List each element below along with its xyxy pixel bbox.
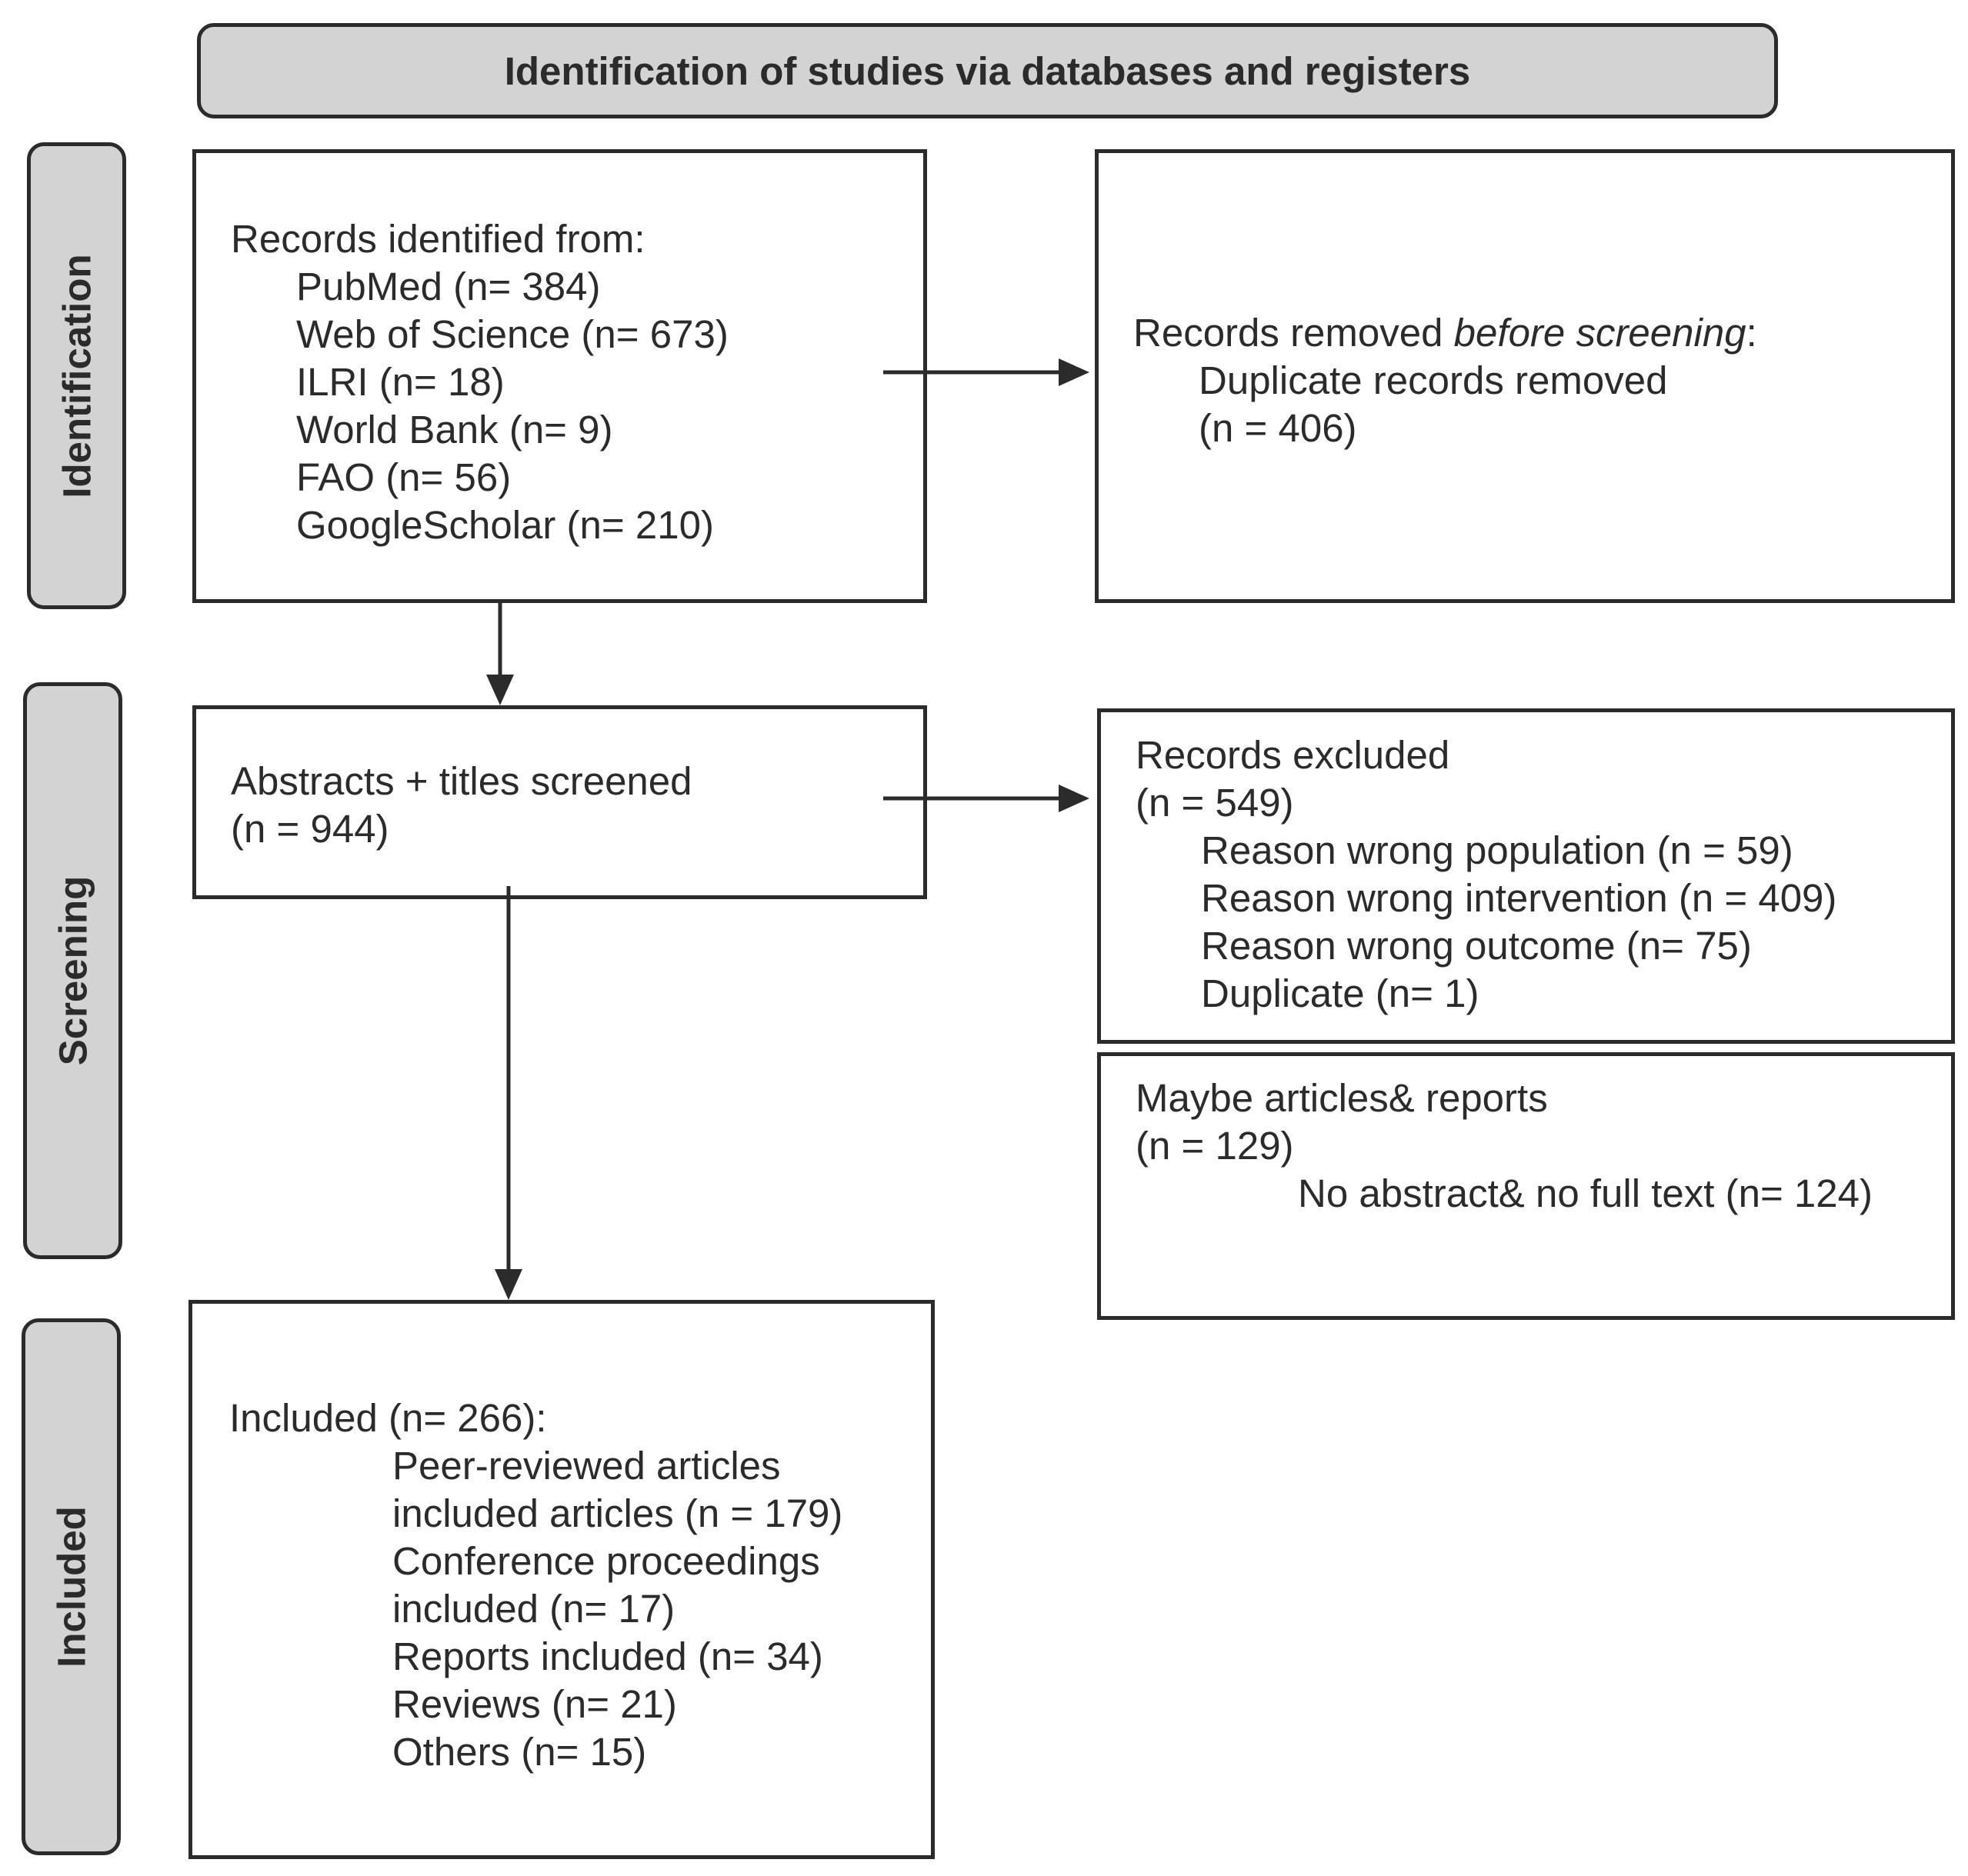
- screened-heading: Abstracts + titles screened: [231, 759, 692, 803]
- included-line-4: included (n= 17): [392, 1587, 675, 1631]
- maybe-box: Maybe articles& reports (n = 129) No abs…: [1097, 1052, 1955, 1320]
- reason-wrong-intervention: Reason wrong intervention (n = 409): [1201, 876, 1837, 920]
- screened-box: Abstracts + titles screened (n = 944): [192, 705, 927, 899]
- reason-wrong-population: Reason wrong population (n = 59): [1201, 828, 1793, 872]
- duplicate-records-count: (n = 406): [1199, 406, 1357, 450]
- source-ilri: ILRI (n= 18): [296, 360, 505, 404]
- records-identified-heading: Records identified from:: [231, 217, 645, 261]
- records-identified-box: Records identified from: PubMed (n= 384)…: [192, 149, 927, 603]
- source-web-of-science: Web of Science (n= 673): [296, 312, 729, 356]
- source-fao: FAO (n= 56): [296, 455, 512, 499]
- phase-screening: Screening: [23, 682, 122, 1259]
- arrowhead-identified-to-removed: [1059, 358, 1089, 386]
- records-removed-box: Records removed before screening: Duplic…: [1095, 149, 1955, 603]
- source-google-scholar: GoogleScholar (n= 210): [296, 503, 714, 547]
- duplicate-records-label: Duplicate records removed: [1199, 358, 1668, 402]
- phase-identification: Identification: [27, 142, 126, 609]
- maybe-heading: Maybe articles& reports: [1136, 1076, 1548, 1120]
- arrowhead-screened-to-excluded: [1059, 785, 1089, 812]
- source-world-bank: World Bank (n= 9): [296, 408, 613, 452]
- screened-count: (n = 944): [231, 807, 389, 851]
- included-line-7: Others (n= 15): [392, 1730, 647, 1774]
- source-pubmed: PubMed (n= 384): [296, 265, 601, 308]
- header-bar: Identification of studies via databases …: [197, 23, 1778, 118]
- reason-duplicate: Duplicate (n= 1): [1201, 971, 1479, 1015]
- excluded-count: (n = 549): [1136, 781, 1294, 825]
- arrowhead-screened-to-included: [495, 1269, 522, 1300]
- reason-wrong-outcome: Reason wrong outcome (n= 75): [1201, 924, 1752, 968]
- included-line-3: Conference proceedings: [392, 1539, 820, 1583]
- included-heading: Included (n= 266):: [229, 1396, 547, 1440]
- records-excluded-box: Records excluded (n = 549) Reason wrong …: [1097, 708, 1955, 1044]
- included-line-1: Peer-reviewed articles: [392, 1444, 781, 1488]
- arrowhead-identified-to-screened: [486, 675, 514, 705]
- included-line-2: included articles (n = 179): [392, 1491, 843, 1535]
- maybe-detail: No abstract& no full text (n= 124): [1298, 1171, 1873, 1215]
- records-removed-heading: Records removed before screening:: [1133, 311, 1757, 355]
- included-line-6: Reviews (n= 21): [392, 1682, 677, 1726]
- excluded-heading: Records excluded: [1136, 733, 1450, 777]
- phase-included: Included: [22, 1318, 121, 1855]
- included-box: Included (n= 266): Peer-reviewed article…: [188, 1300, 935, 1859]
- included-line-5: Reports included (n= 34): [392, 1634, 823, 1678]
- header-title: Identification of studies via databases …: [504, 48, 1471, 93]
- maybe-count: (n = 129): [1136, 1124, 1294, 1168]
